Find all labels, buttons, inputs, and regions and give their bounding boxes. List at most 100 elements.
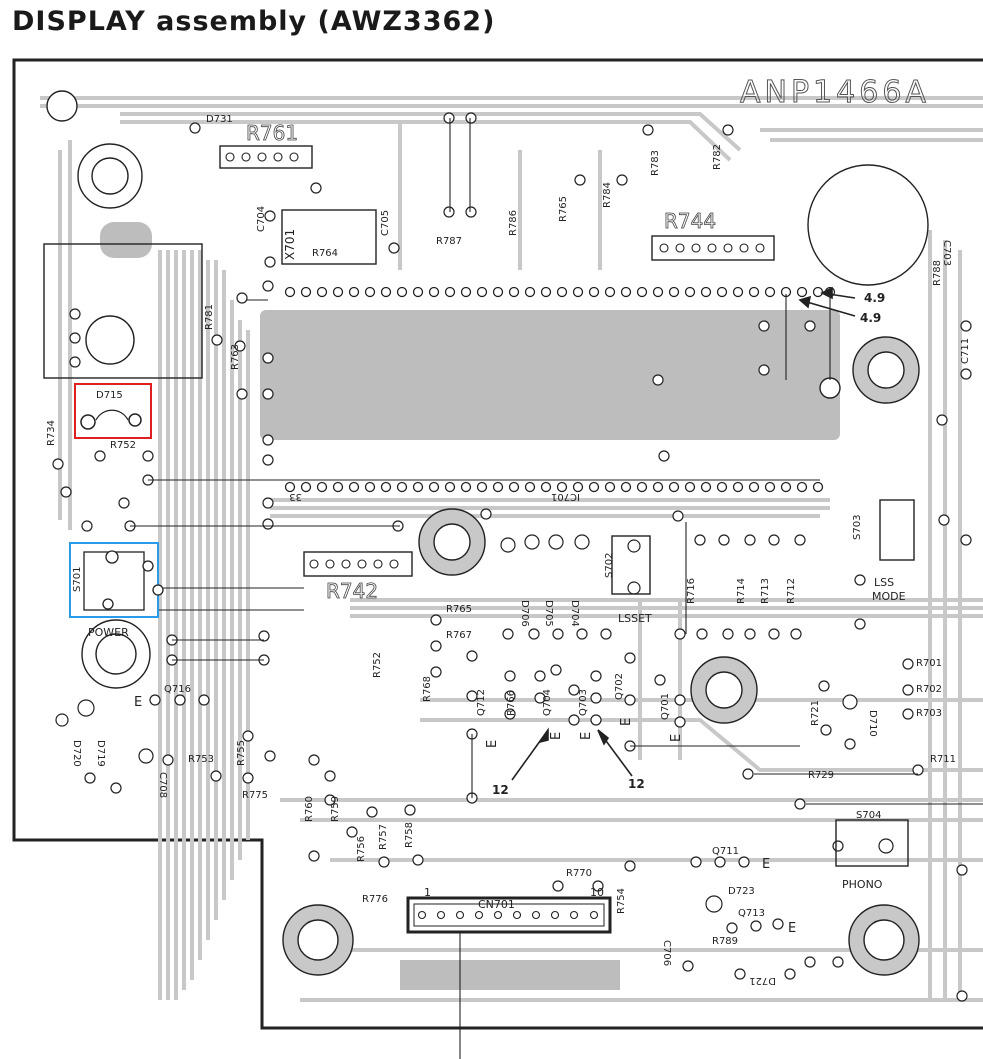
connector-outlines: [43, 145, 915, 934]
label-d721: D721: [749, 975, 776, 986]
label-d715: D715: [96, 390, 123, 401]
label-d723: D723: [728, 886, 755, 897]
label-r788: R788: [932, 260, 943, 286]
s701-pad: [105, 550, 119, 564]
label-c704: C704: [256, 206, 267, 232]
s701-pad: [142, 560, 154, 572]
label-r754: R754: [616, 888, 627, 914]
label-r713: R713: [760, 578, 771, 604]
label-r729: R729: [808, 770, 834, 781]
label-ic701: IC701: [551, 491, 580, 502]
label-e-q701: E: [669, 734, 684, 742]
trace-field: [40, 96, 983, 1002]
label-q716: Q716: [164, 684, 191, 695]
connector-pins: [225, 152, 765, 920]
label-q703: Q703: [578, 689, 589, 716]
s701-highlight-box: [69, 542, 159, 618]
label-r744: R744: [664, 209, 716, 233]
label-c705: C705: [380, 210, 391, 236]
label-r758: R758: [404, 822, 415, 848]
component-pads: [52, 112, 972, 1002]
label-r765-top: R765: [558, 196, 569, 222]
label-q713: Q713: [738, 908, 765, 919]
label-c708: C708: [157, 772, 168, 798]
label-r752-mid: R752: [372, 652, 383, 678]
label-r757: R757: [378, 824, 389, 850]
label-r702: R702: [916, 684, 942, 695]
label-lsset: LSSET: [618, 612, 652, 625]
label-r753: R753: [188, 754, 214, 765]
label-q711: Q711: [712, 846, 739, 857]
voltage-label-12-b: 12: [628, 777, 645, 791]
wire-lines: [130, 118, 983, 1059]
label-s703: S703: [852, 515, 863, 540]
d715-pad: [80, 414, 96, 430]
label-r703: R703: [916, 708, 942, 719]
label-c711: C711: [960, 338, 971, 364]
label-r767: R767: [446, 630, 472, 641]
label-pin10: 10: [590, 886, 604, 899]
label-d706: D706: [519, 600, 530, 627]
label-r742: R742: [326, 579, 378, 603]
label-s702: S702: [604, 553, 615, 578]
label-d731: D731: [206, 114, 233, 125]
label-r734: R734: [46, 420, 57, 446]
label-r789: R789: [712, 936, 738, 947]
label-e-q704: E: [549, 732, 564, 740]
label-r711: R711: [930, 754, 956, 765]
label-r714: R714: [736, 578, 747, 604]
label-d720: D720: [71, 740, 82, 767]
label-r765-mid: R765: [446, 604, 472, 615]
label-e-q703: E: [579, 732, 594, 740]
label-d710: D710: [867, 710, 878, 737]
label-r776: R776: [362, 894, 388, 905]
board-outline: [12, 58, 983, 1030]
label-e-q713: E: [788, 921, 796, 936]
label-d705: D705: [543, 600, 554, 627]
label-q702: Q702: [614, 673, 625, 700]
label-q704: Q704: [542, 689, 553, 716]
label-r781: R781: [204, 304, 215, 330]
label-r775: R775: [242, 790, 268, 801]
label-lss-mode: LSS: [874, 576, 894, 589]
s701-pad: [152, 584, 164, 596]
label-power: POWER: [88, 626, 129, 639]
board-id-label: ANP1466A: [740, 75, 930, 110]
label-c706: C706: [661, 940, 672, 966]
label-r786: R786: [508, 210, 519, 236]
label-mode: MODE: [872, 590, 906, 603]
label-r759: R759: [330, 796, 341, 822]
label-e-q702: E: [619, 718, 634, 726]
label-q701: Q701: [660, 693, 671, 720]
label-e-q712: E: [485, 740, 500, 748]
label-r755: R755: [236, 740, 247, 766]
label-r787: R787: [436, 236, 462, 247]
d715-pad: [128, 413, 142, 427]
copper-pads: [100, 222, 840, 990]
label-d704: D704: [569, 600, 580, 627]
label-r721: R721: [810, 700, 821, 726]
label-r752: R752: [110, 440, 136, 451]
diagram-title: DISPLAY assembly (AWZ3362): [12, 6, 496, 37]
label-r763: R763: [230, 344, 241, 370]
label-pin1: 1: [424, 886, 431, 899]
label-s701: S701: [72, 567, 83, 592]
label-c703: C703: [941, 240, 952, 266]
d715-highlight-box: [74, 383, 152, 439]
label-r716: R716: [686, 578, 697, 604]
label-r784: R784: [602, 182, 613, 208]
label-r768: R768: [422, 676, 433, 702]
label-r770: R770: [566, 868, 592, 879]
voltage-label-4-9-a: 4.9: [864, 291, 885, 305]
voltage-label-4-9-b: 4.9: [860, 311, 881, 325]
label-e-q711: E: [762, 857, 770, 872]
d715-body: [95, 409, 129, 421]
label-r701: R701: [916, 658, 942, 669]
arrows: [511, 286, 856, 781]
label-e-q716: E: [134, 695, 142, 710]
label-phono: PHONO: [842, 878, 883, 891]
label-pin33: 33: [289, 491, 302, 502]
label-r712: R712: [786, 578, 797, 604]
s701-pad: [102, 598, 114, 610]
